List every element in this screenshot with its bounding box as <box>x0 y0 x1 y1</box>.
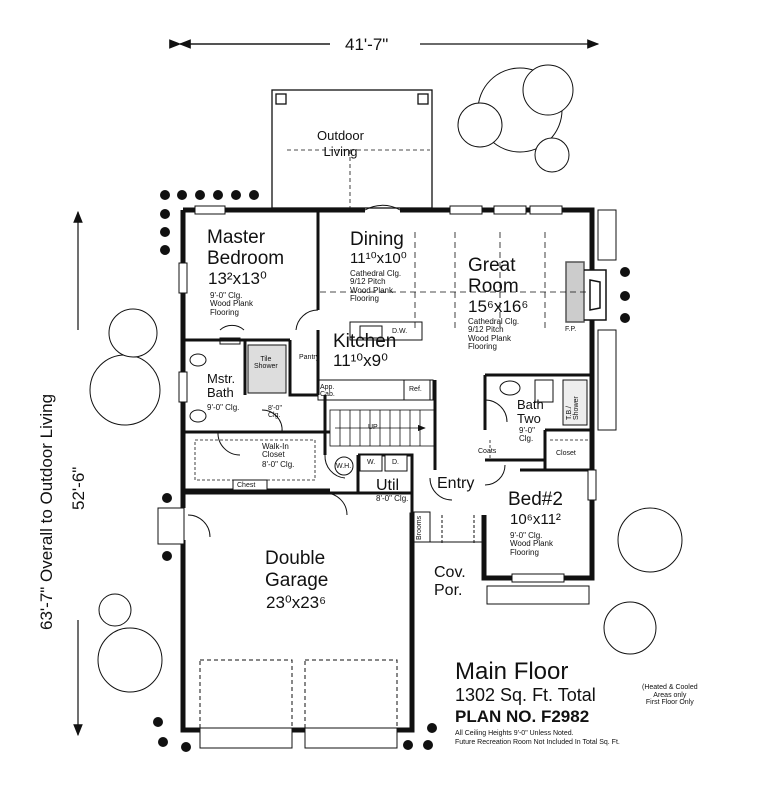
master-bedroom-notes: 9'-0" Clg. Wood Plank Flooring <box>210 291 253 317</box>
depth-label: 52'-6" <box>69 466 88 510</box>
title-note-recreation: Future Recreation Room Not Included In T… <box>455 739 620 746</box>
pantry-label: Pantry <box>299 354 320 361</box>
util-name: Util <box>376 477 400 494</box>
closet-label: Closet <box>556 450 576 457</box>
double-garage-size: 23⁰x23⁶ <box>266 593 327 612</box>
walk-in-closet-name: Walk-In Closet <box>262 442 289 460</box>
util-notes: 8'-0" Clg. <box>376 494 409 503</box>
windows <box>178 205 597 583</box>
overall-depth-label: 63'-7" Overall to Outdoor Living <box>37 393 56 630</box>
master-bedroom-name: Master Bedroom <box>207 227 285 269</box>
master-bedroom-size: 13²x13⁰ <box>208 269 267 288</box>
dw-label: D.W. <box>392 328 408 335</box>
dining-name: Dining <box>350 229 404 250</box>
double-garage-name: Double Garage <box>265 548 329 591</box>
dining-size: 11¹⁰x10⁰ <box>350 250 407 267</box>
title-sqft: 1302 Sq. Ft. Total <box>455 685 596 705</box>
bed2-name: Bed#2 <box>508 489 563 510</box>
bath-two-name: Bath Two <box>517 397 544 427</box>
brooms-label: Brooms <box>416 515 423 540</box>
kitchen-name: Kitchen <box>333 331 397 352</box>
title-plan-no: PLAN NO. F2982 <box>455 707 590 726</box>
master-bath-name: Mstr. Bath <box>207 371 236 401</box>
master-bath-notes: 9'-0" Clg. <box>207 403 240 412</box>
cathedral-ceiling-lines <box>320 232 590 330</box>
small-plants <box>153 190 630 752</box>
dining-notes: Cathedral Clg. 9/12 Pitch Wood Plank Flo… <box>350 269 402 304</box>
great-room-name: Great Room <box>468 255 519 297</box>
coats-label: Coats <box>478 448 497 455</box>
tub-shower-label: T.B./ Shower <box>566 396 580 420</box>
ref-label: Ref. <box>409 386 422 393</box>
great-room-notes: Cathedral Clg. 9/12 Pitch Wood Plank Flo… <box>468 317 520 352</box>
title-note-ceiling: All Ceiling Heights 9'-0" Unless Noted. <box>455 730 574 737</box>
walk-in-closet-notes: 8'-0" Clg. <box>262 460 295 469</box>
stairs <box>329 409 436 447</box>
chest-label: Chest <box>237 482 256 489</box>
hall-ceiling-label: 8'-0" Clg. <box>268 405 282 419</box>
bed2-size: 10⁶x11² <box>510 511 561 528</box>
covered-porch-name: Cov. Por. <box>434 564 466 600</box>
kitchen-size: 11¹⁰x9⁰ <box>333 351 388 370</box>
great-room-size: 15⁶x16⁶ <box>468 297 529 316</box>
right-planter-bed <box>597 209 617 431</box>
door-swings <box>157 204 508 545</box>
bath-fixtures <box>189 337 588 426</box>
washer-label: W. <box>367 459 376 466</box>
fireplace-label: F.P. <box>565 326 577 333</box>
title-heated-note: (Heated & Cooled Areas only First Floor … <box>642 684 698 707</box>
water-heater-label: W.H. <box>336 463 352 470</box>
stairs-up-label: UP <box>368 424 378 431</box>
landscape-shrubs <box>89 64 683 693</box>
title-main-floor: Main Floor <box>455 658 569 685</box>
bath-two-notes: 9'-0" Clg. <box>519 426 535 444</box>
dryer-label: D. <box>392 459 399 466</box>
overall-width-label: 41'-7" <box>345 35 389 54</box>
bed2-notes: 9'-0" Clg. Wood Plank Flooring <box>510 531 553 557</box>
app-cab-label: App. Cab. <box>320 384 335 398</box>
covered-porch <box>430 515 590 605</box>
outdoor-living-label: Outdoor Living <box>317 128 364 160</box>
kitchen-counters <box>317 321 434 401</box>
garage-doors <box>199 659 398 749</box>
tile-shower-label: Tile Shower <box>254 356 278 370</box>
entry-name: Entry <box>437 475 475 492</box>
